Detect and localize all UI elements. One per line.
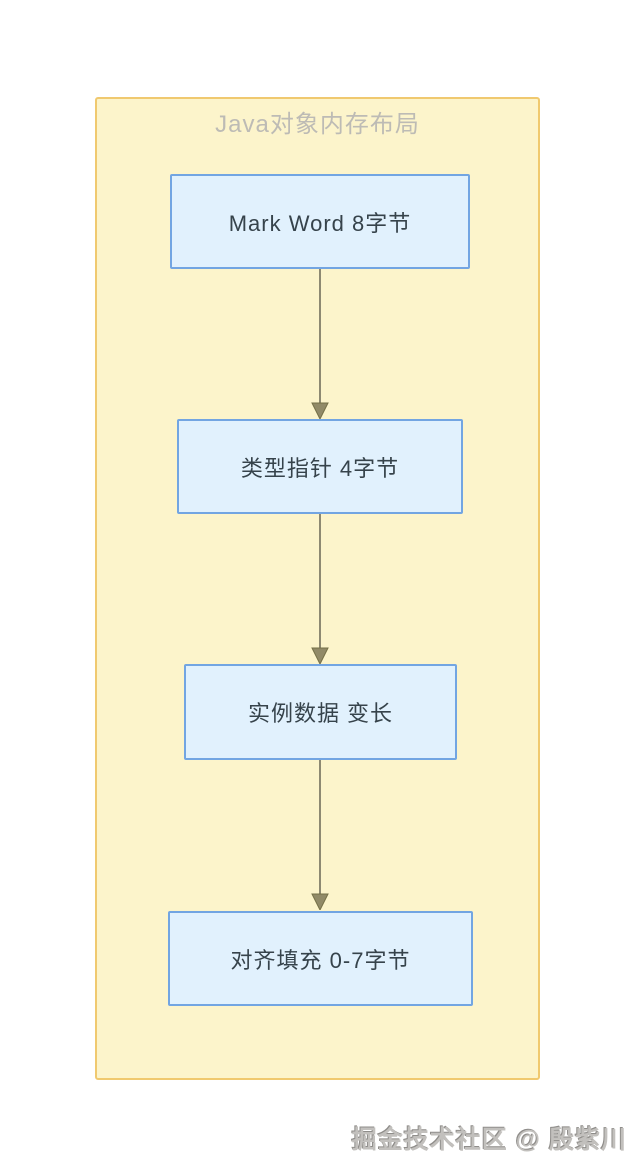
arrow-down-3 bbox=[311, 760, 329, 910]
node-padding: 对齐填充 0-7字节 bbox=[168, 911, 473, 1006]
node-type-pointer: 类型指针 4字节 bbox=[177, 419, 463, 514]
node-mark-word-label: Mark Word 8字节 bbox=[228, 210, 412, 236]
node-padding-label: 对齐填充 0-7字节 bbox=[230, 947, 411, 973]
node-type-pointer-label: 类型指针 4字节 bbox=[240, 455, 400, 481]
diagram-title: Java对象内存布局 bbox=[215, 111, 420, 138]
memory-layout-container: Java对象内存布局 Mark Word 8字节 类型指针 4字节 实例数据 变… bbox=[95, 97, 540, 1080]
watermark: 掘金技术社区 @ 殷紫川 bbox=[351, 1126, 627, 1154]
arrow-down-2 bbox=[311, 514, 329, 664]
node-mark-word: Mark Word 8字节 bbox=[170, 174, 470, 269]
node-instance-data-label: 实例数据 变长 bbox=[247, 701, 394, 726]
node-instance-data: 实例数据 变长 bbox=[184, 664, 457, 760]
arrow-down-1 bbox=[311, 269, 329, 419]
